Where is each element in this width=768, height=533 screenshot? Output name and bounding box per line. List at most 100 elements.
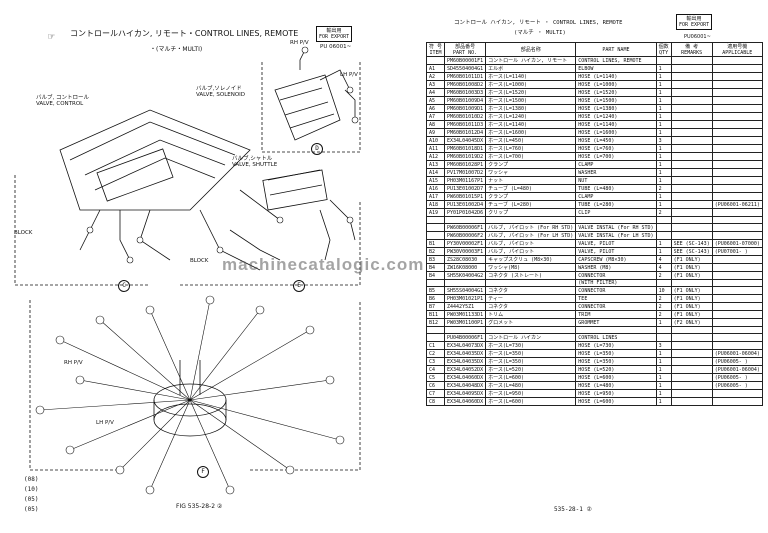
table-cell bbox=[670, 389, 713, 398]
table-cell: HOSE (L=1500) bbox=[575, 96, 657, 105]
table-cell: ホース(L=700) bbox=[485, 152, 577, 161]
table-cell bbox=[670, 216, 713, 224]
table-cell: A10 bbox=[425, 136, 446, 145]
table-cell: B4 bbox=[425, 263, 446, 272]
table-cell bbox=[655, 231, 672, 240]
table-cell: ワッシャ bbox=[485, 168, 577, 177]
pointing-hand-icon: ☞ bbox=[48, 30, 55, 43]
table-cell: HOSE (L=1380) bbox=[575, 104, 657, 113]
table-cell: 10 bbox=[655, 286, 672, 295]
table-cell: 2 bbox=[655, 310, 672, 319]
table-cell: HOSE (L=600) bbox=[575, 397, 657, 406]
parts-diagram bbox=[14, 46, 361, 495]
label-lh-pv: LH P/V bbox=[96, 420, 114, 426]
left-page-diagram: ☞ コントロールハイカン, リモート・CONTROL LINES, REMOTE… bbox=[14, 26, 361, 513]
table-cell bbox=[655, 216, 672, 224]
table-cell: HOSE (L=700) bbox=[575, 152, 657, 161]
table-cell bbox=[711, 279, 763, 287]
table-cell: A6 bbox=[425, 104, 446, 113]
table-cell: 1 bbox=[655, 365, 672, 374]
table-cell bbox=[670, 56, 713, 65]
table-cell bbox=[711, 341, 763, 350]
table-cell: コネクタ bbox=[485, 286, 577, 295]
table-cell bbox=[485, 326, 577, 334]
table-cell: ホース(L=1240) bbox=[485, 112, 577, 121]
table-cell: コントロール ハイカン, リモート bbox=[485, 56, 577, 65]
table-cell bbox=[711, 302, 763, 311]
circle-label-f: F bbox=[197, 466, 209, 478]
table-cell: C2 bbox=[425, 349, 446, 358]
table-cell: 1 bbox=[655, 192, 672, 201]
circle-label-e: E bbox=[293, 280, 305, 292]
table-cell bbox=[670, 326, 713, 334]
table-cell: ナット bbox=[485, 176, 577, 185]
table-cell: HOSE (L=760) bbox=[575, 144, 657, 153]
table-cell: PU13E01002D7 bbox=[444, 184, 487, 193]
table-cell: TRIM bbox=[575, 310, 657, 319]
table-cell bbox=[670, 231, 713, 240]
table-cell: PW30V00003F1 bbox=[444, 247, 487, 256]
table-cell bbox=[670, 208, 713, 217]
table-cell bbox=[670, 128, 713, 137]
table-cell bbox=[711, 160, 763, 169]
table-cell: HOSE (L=1140) bbox=[575, 72, 657, 81]
table-cell: ホース(L=350) bbox=[485, 349, 577, 358]
table-cell: C6 bbox=[425, 381, 446, 390]
table-cell: (F1 ONLY) bbox=[670, 310, 713, 319]
table-cell bbox=[655, 279, 672, 287]
table-cell: EX34L04073DX bbox=[444, 341, 487, 350]
table-cell: (PU06005- ) bbox=[711, 373, 763, 382]
table-cell bbox=[444, 216, 487, 224]
table-cell: B6 bbox=[425, 294, 446, 303]
table-cell bbox=[425, 326, 446, 334]
table-cell: チューブ (L=480) bbox=[485, 184, 577, 193]
table-cell: CONTROL LINES, REMOTE bbox=[575, 56, 657, 65]
table-cell: CLIP bbox=[575, 208, 657, 217]
table-cell: A8 bbox=[425, 120, 446, 129]
table-cell: A16 bbox=[425, 184, 446, 193]
table-cell: A7 bbox=[425, 112, 446, 121]
table-cell: CONTROL LINES bbox=[575, 333, 657, 342]
table-cell bbox=[670, 223, 713, 232]
label-rh-pv: RH P/V bbox=[64, 360, 83, 366]
table-cell: 1 bbox=[655, 64, 672, 73]
table-cell: SH55S04004G1 bbox=[444, 286, 487, 295]
table-cell: EX34L04045DX bbox=[444, 136, 487, 145]
table-cell: 1 bbox=[655, 168, 672, 177]
table-cell: WASHER bbox=[575, 168, 657, 177]
table-cell bbox=[670, 88, 713, 97]
table-cell bbox=[670, 279, 713, 287]
table-cell: グロメット bbox=[485, 318, 577, 327]
table-cell: PW03M01133D1 bbox=[444, 310, 487, 319]
table-cell: WASHER (M8) bbox=[575, 263, 657, 272]
table-cell: C8 bbox=[425, 397, 446, 406]
table-cell: CONNECTOR bbox=[575, 286, 657, 295]
table-cell bbox=[670, 357, 713, 366]
figure-caption: FIG 535-28-2 ② bbox=[176, 503, 223, 510]
table-cell: HOSE (L=450) bbox=[575, 136, 657, 145]
table-cell: CONNECTOR bbox=[575, 302, 657, 311]
table-cell: CLAMP bbox=[575, 160, 657, 169]
table-cell bbox=[711, 152, 763, 161]
table-cell: B1 bbox=[425, 239, 446, 248]
table-cell: 1 bbox=[655, 120, 672, 129]
table-cell: A14 bbox=[425, 168, 446, 177]
table-cell bbox=[670, 96, 713, 105]
table-cell: PM60B01028P1 bbox=[444, 160, 487, 169]
table-cell: トリム bbox=[485, 310, 577, 319]
table-cell: 1 bbox=[655, 373, 672, 382]
table-cell: HOSE (L=1000) bbox=[575, 80, 657, 89]
table-cell: SD45504004G1 bbox=[444, 64, 487, 73]
table-cell: 1 bbox=[655, 349, 672, 358]
table-cell bbox=[444, 279, 487, 287]
table-cell: (F1 ONLY) bbox=[670, 302, 713, 311]
